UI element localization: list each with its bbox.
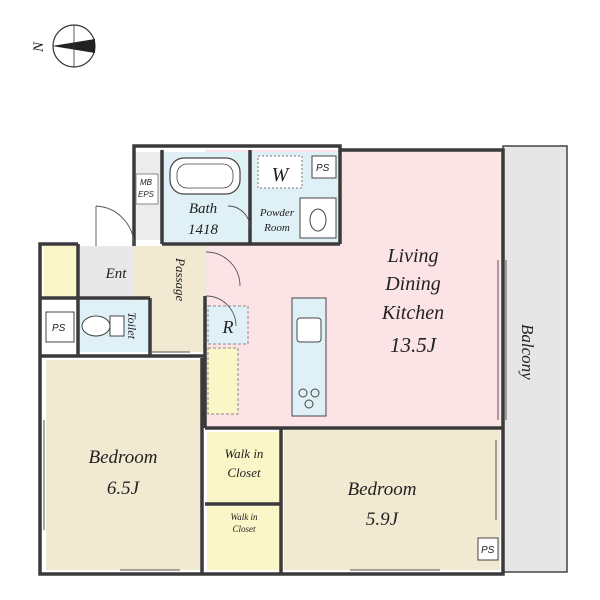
fridge-box	[207, 305, 249, 345]
sink-counter	[299, 197, 337, 239]
ldk-label-living: Living	[386, 245, 438, 267]
pantry-box	[207, 347, 239, 415]
entrance-label: Ent	[105, 266, 128, 282]
closet1-label-1: Walk in	[225, 446, 264, 461]
washer-label: W	[272, 164, 291, 186]
closet2-label-1: Walk in	[231, 512, 258, 522]
bathtub	[169, 157, 241, 195]
powder-room-label-1: Powder	[259, 207, 295, 219]
walls	[38, 144, 505, 576]
sink-bowl	[309, 208, 327, 232]
ldk-area-ext	[340, 150, 503, 160]
stove-icon	[298, 388, 320, 409]
compass: N	[31, 24, 96, 68]
bath-size: 1418	[188, 222, 219, 238]
fridge-label: R	[222, 317, 234, 337]
bedroom-left-area	[46, 360, 202, 570]
labels: Living Dining Kitchen 13.5J Bath 1418 W …	[52, 163, 537, 556]
powder-room-label-2: Room	[263, 222, 290, 234]
washer-box	[257, 155, 303, 189]
door-swings	[95, 205, 251, 353]
ps-left-box	[45, 311, 75, 343]
ps-br-label: PS	[481, 545, 495, 556]
closet1-label-2: Closet	[227, 465, 261, 480]
ps-top-box	[311, 155, 337, 179]
kitchen-counter	[291, 297, 327, 417]
closet2-label-2: Closet	[232, 524, 256, 534]
toilet-fixture-icon	[81, 315, 125, 337]
passage-label: Passage	[173, 257, 188, 302]
ps-left-label: PS	[52, 323, 66, 334]
ps-top-label: PS	[316, 163, 330, 174]
kitchen-sink	[296, 317, 322, 343]
compass-arrow-icon	[52, 39, 95, 53]
mbeps-label-2: EPS	[138, 190, 155, 199]
ps-br-box	[477, 537, 499, 561]
entrance-area	[78, 246, 134, 296]
closet2-area	[207, 506, 279, 570]
balcony-label: Balcony	[518, 324, 537, 380]
mbeps-label-1: MB	[140, 178, 153, 187]
bedroom-left-label: Bedroom	[89, 447, 158, 468]
mbeps-box	[135, 173, 159, 205]
ldk-label-kitchen: Kitchen	[381, 302, 444, 324]
bedroom-right-label: Bedroom	[348, 479, 417, 500]
toilet-label: Toilet	[125, 312, 139, 340]
shoe-box-area	[44, 246, 78, 298]
windows	[43, 260, 507, 571]
ldk-label-dining: Dining	[384, 273, 441, 295]
closet1-area	[207, 432, 279, 504]
bath-label: Bath	[189, 201, 217, 217]
compass-north-letter: N	[31, 41, 47, 53]
bedroom-right-size: 5.9J	[366, 509, 400, 530]
ldk-size: 13.5J	[390, 333, 438, 357]
bedroom-left-size: 6.5J	[107, 478, 141, 499]
balcony-area	[502, 145, 568, 573]
bedroom-right-area	[284, 430, 500, 570]
